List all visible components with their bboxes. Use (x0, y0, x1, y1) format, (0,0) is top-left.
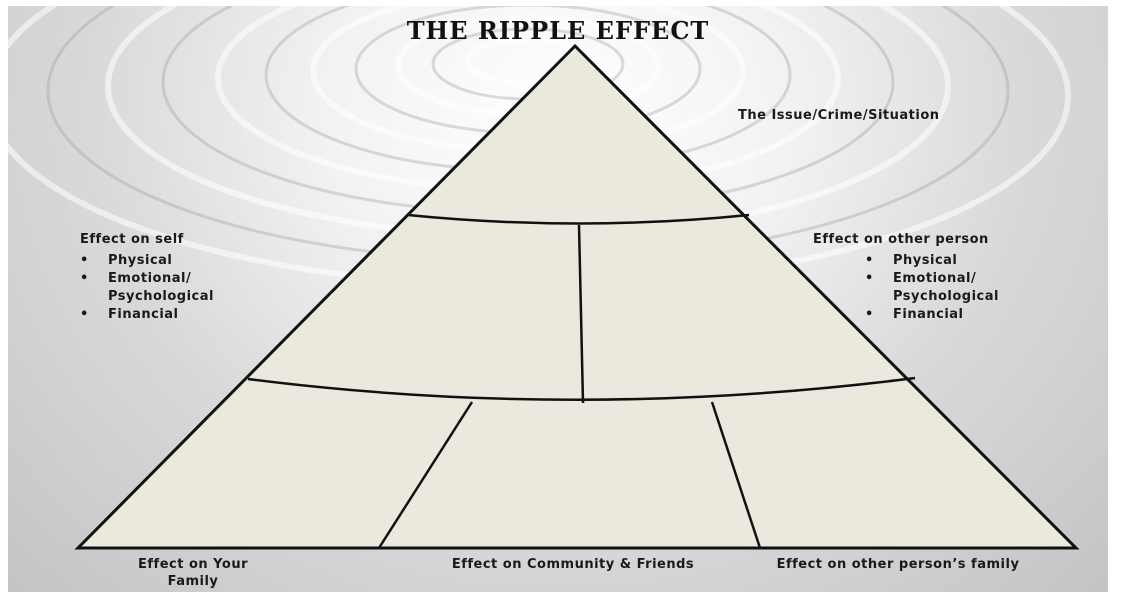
label-community-friends: Effect on Community & Friends (433, 556, 713, 573)
apex-label: The Issue/Crime/Situation (738, 107, 940, 125)
right-effect-item: Emotional/ Psychological (863, 270, 1063, 306)
left-effects-list: Physical Emotional/ Psychological Financ… (78, 252, 278, 324)
right-effects-list: Physical Emotional/ Psychological Financ… (863, 252, 1063, 324)
left-effect-item: Financial (78, 306, 278, 324)
left-effect-item: Physical (78, 252, 278, 270)
right-heading: Effect on other person (813, 231, 989, 249)
ripple-background: THE RIPPLE EFFECT The Issue/Crime/Situat… (8, 6, 1108, 592)
left-heading: Effect on self (80, 231, 184, 249)
left-effect-item: Emotional/ Psychological (78, 270, 278, 306)
right-effect-item: Financial (863, 306, 1063, 324)
label-other-person-family: Effect on other person’s family (763, 556, 1033, 573)
right-effect-item: Physical (863, 252, 1063, 270)
diagram-title: THE RIPPLE EFFECT (8, 16, 1108, 45)
label-your-family: Effect on Your Family (118, 556, 268, 590)
